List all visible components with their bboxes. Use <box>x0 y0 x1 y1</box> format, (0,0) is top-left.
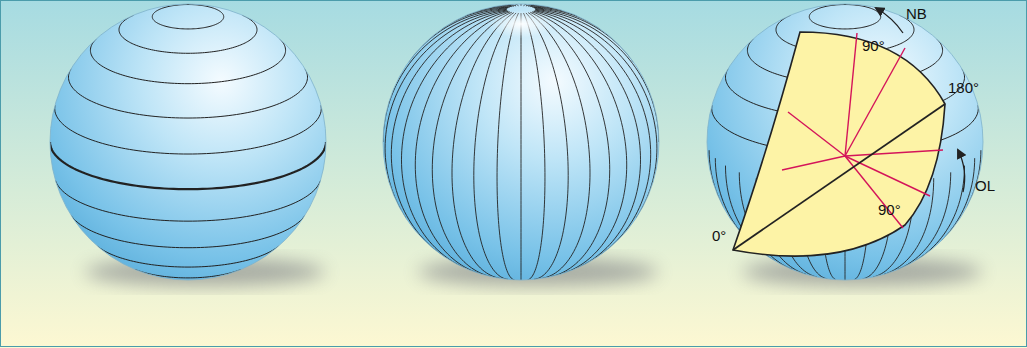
latitude-line <box>90 39 285 84</box>
longitude-arrow <box>958 150 965 192</box>
angle-label: 0° <box>712 228 726 243</box>
meridian-line <box>528 13 590 279</box>
axis-label: NB <box>906 6 927 21</box>
meridian-line <box>383 9 507 142</box>
meridian-line <box>415 12 510 273</box>
meridian-line <box>524 13 545 280</box>
latitude-line <box>98 246 279 267</box>
latitude-arrow <box>876 8 903 33</box>
meridian-line <box>532 12 627 273</box>
meridian-line <box>533 11 640 268</box>
latitude-line <box>119 15 257 53</box>
latitude-line <box>135 269 241 277</box>
latitude-line <box>68 69 307 118</box>
latitude-line <box>50 142 326 189</box>
meridian-line <box>709 150 723 206</box>
meridian-line <box>385 10 507 218</box>
meridian-line <box>535 10 657 218</box>
latitude-line <box>55 105 322 154</box>
cross-section <box>733 32 945 256</box>
meridian-line <box>452 13 514 279</box>
meridian-line <box>474 13 516 279</box>
angle-label: 90° <box>878 202 901 217</box>
latitude-line <box>152 5 223 29</box>
meridian-line <box>535 11 651 255</box>
meridian-line <box>497 13 518 280</box>
axis-label: OL <box>975 178 995 193</box>
latitude-line <box>71 215 305 247</box>
meridian-line <box>941 158 974 241</box>
latitude-line <box>55 180 320 221</box>
meridian-line <box>391 11 507 255</box>
meridian-line <box>535 9 659 142</box>
latitude-line <box>809 5 880 29</box>
angle-label: 90° <box>862 38 885 53</box>
meridian-line <box>521 13 522 280</box>
angle-label: 180° <box>948 80 979 95</box>
